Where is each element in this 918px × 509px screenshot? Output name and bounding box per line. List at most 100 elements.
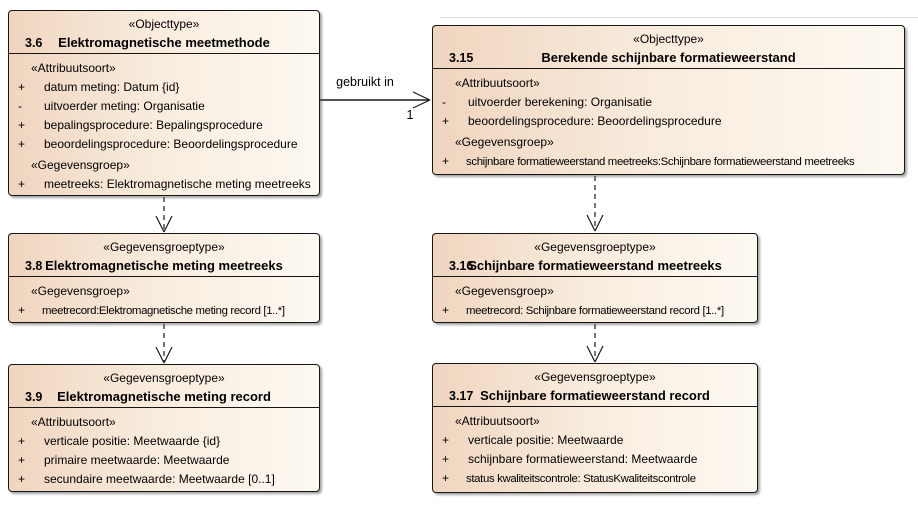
- visibility-sign: -: [442, 95, 446, 109]
- class-number: 3.16: [449, 259, 474, 273]
- attribute-row: + status kwaliteitscontrole: StatusKwalit…: [433, 469, 757, 488]
- class-title: Schijnbare formatieweerstand record: [480, 388, 710, 403]
- class-number: 3.9: [25, 390, 43, 404]
- class-title: Elektromagnetische meetmethode: [58, 35, 270, 50]
- attribute-text: uitvoerder berekening: Organisatie: [468, 95, 653, 109]
- visibility-sign: +: [18, 137, 26, 151]
- visibility-sign: +: [442, 114, 450, 128]
- class-box-3-9[interactable]: «Gegevensgroeptype» 3.9 Elektromagnetisc…: [8, 364, 320, 492]
- attribute-row: + verticale positie: Meetwaarde: [433, 431, 757, 450]
- attribute-text: verticale positie: Meetwaarde {id}: [44, 434, 221, 448]
- attribute-text: primaire meetwaarde: Meetwaarde: [44, 453, 230, 467]
- connector-association-gebruikt-in[interactable]: [320, 91, 431, 109]
- attribute-text: bepalingsprocedure: Bepalingsprocedure: [44, 118, 263, 132]
- section-stereotype: «Gegevensgroep»: [455, 284, 554, 298]
- attribute-row: + beoordelingsprocedure: Beoordelingsproc…: [9, 135, 319, 154]
- class-body: «Gegevensgroep» + meetrecord: Schijnbare f…: [433, 277, 757, 320]
- class-box-3-16[interactable]: «Gegevensgroeptype» 3.16 Schijnbare form…: [432, 233, 758, 323]
- attribute-row: - uitvoerder meting: Organisatie: [9, 97, 319, 116]
- connector-dependency-3-16-to-3-17[interactable]: [586, 324, 604, 363]
- class-title: Elektromagnetische meting record: [57, 389, 271, 404]
- visibility-sign: +: [442, 154, 450, 168]
- attribute-row: + meetrecord:Elektromagnetische meting re…: [9, 301, 319, 320]
- visibility-sign: +: [442, 452, 450, 466]
- visibility-sign: +: [18, 80, 26, 94]
- attribute-row: + meetrecord: Schijnbare formatieweerstan…: [433, 301, 757, 320]
- attribute-row: + schijnbare formatieweerstand: Meetwaard…: [433, 450, 757, 469]
- class-box-3-15[interactable]: «Objecttype» 3.15 Berekende schijnbare f…: [432, 25, 905, 175]
- class-box-3-8[interactable]: «Gegevensgroeptype» 3.8 Elektromagnetisc…: [8, 233, 320, 323]
- class-box-3-6[interactable]: «Objecttype» 3.6 Elektromagnetische meet…: [8, 10, 320, 196]
- class-stereotype: «Objecttype»: [633, 32, 704, 46]
- attribute-text: schijnbare formatieweerstand: Meetwaarde: [468, 452, 698, 466]
- class-title: Elektromagnetische meting meetreeks: [45, 258, 283, 273]
- visibility-sign: +: [18, 303, 26, 317]
- visibility-sign: +: [442, 471, 450, 485]
- attribute-text: beoordelingsprocedure: Beoordelingsproce…: [468, 114, 722, 128]
- class-stereotype: «Gegevensgroeptype»: [534, 240, 656, 254]
- attribute-text: meetreeks: Elektromagnetische meting mee…: [44, 177, 311, 191]
- attribute-row: + datum meting: Datum {id}: [9, 78, 319, 97]
- class-body: «Attribuutsoort» + verticale positie: Meet…: [9, 408, 319, 489]
- connector-dependency-3-15-to-3-16[interactable]: [586, 176, 604, 232]
- class-body: «Attribuutsoort» + datum meting: Datum {id…: [9, 54, 319, 194]
- class-body: «Gegevensgroep» + meetrecord:Elektromagnet…: [9, 277, 319, 320]
- attribute-text: secundaire meetwaarde: Meetwaarde [0..1]: [44, 472, 275, 486]
- class-header: «Gegevensgroeptype» 3.8 Elektromagnetisc…: [9, 234, 319, 277]
- attribute-text: status kwaliteitscontrole: StatusKwalite…: [466, 473, 696, 485]
- attribute-row: + verticale positie: Meetwaarde {id}: [9, 432, 319, 451]
- visibility-sign: +: [442, 303, 450, 317]
- class-title: Berekende schijnbare formatieweerstand: [541, 50, 796, 65]
- connector-dependency-3-8-to-3-9[interactable]: [155, 324, 173, 364]
- association-multiplicity: 1: [406, 108, 414, 122]
- visibility-sign: +: [18, 177, 26, 191]
- class-stereotype: «Gegevensgroeptype»: [103, 371, 225, 385]
- section-stereotype: «Attribuutsoort»: [31, 415, 116, 429]
- class-number: 3.17: [449, 389, 474, 403]
- visibility-sign: +: [18, 472, 26, 486]
- attribute-text: schijnbare formatieweerstand meetreeks:S…: [466, 156, 855, 168]
- class-stereotype: «Gegevensgroeptype»: [534, 370, 656, 384]
- class-stereotype: «Objecttype»: [128, 17, 200, 31]
- class-number: 3.8: [25, 259, 43, 273]
- class-header: «Objecttype» 3.6 Elektromagnetische meet…: [9, 11, 319, 54]
- section-stereotype: «Gegevensgroep»: [31, 284, 130, 298]
- section-stereotype: «Gegevensgroep»: [31, 158, 130, 172]
- association-label: gebruikt in: [336, 75, 394, 89]
- class-number: 3.6: [25, 36, 43, 50]
- section-stereotype: «Attribuutsoort»: [31, 61, 116, 75]
- visibility-sign: +: [18, 434, 26, 448]
- class-body: «Attribuutsoort» + verticale positie: Meet…: [433, 407, 757, 488]
- attribute-text: uitvoerder meting: Organisatie: [44, 99, 205, 113]
- attribute-text: datum meting: Datum {id}: [44, 80, 180, 94]
- class-header: «Objecttype» 3.15 Berekende schijnbare f…: [433, 26, 904, 69]
- visibility-sign: +: [18, 118, 26, 132]
- visibility-sign: +: [442, 433, 450, 447]
- class-header: «Gegevensgroeptype» 3.9 Elektromagnetisc…: [9, 365, 319, 408]
- attribute-row: + primaire meetwaarde: Meetwaarde: [9, 451, 319, 470]
- attribute-row: + meetreeks: Elektromagnetische meting me…: [9, 175, 319, 194]
- section-stereotype: «Attribuutsoort»: [455, 414, 540, 428]
- attribute-text: verticale positie: Meetwaarde: [468, 433, 624, 447]
- class-header: «Gegevensgroeptype» 3.17 Schijnbare form…: [433, 364, 757, 407]
- section-stereotype: «Gegevensgroep»: [455, 135, 554, 149]
- class-box-3-17[interactable]: «Gegevensgroeptype» 3.17 Schijnbare form…: [432, 363, 758, 493]
- attribute-text: beoordelingsprocedure: Beoordelingsproce…: [44, 137, 298, 151]
- attribute-row: + schijnbare formatieweerstand meetreeks:…: [433, 152, 904, 171]
- class-title: Schijnbare formatieweerstand meetreeks: [468, 258, 722, 273]
- class-header: «Gegevensgroeptype» 3.16 Schijnbare form…: [433, 234, 757, 277]
- class-number: 3.15: [449, 51, 474, 65]
- class-stereotype: «Gegevensgroeptype»: [103, 240, 225, 254]
- class-body: «Attribuutsoort»- uitvoerder berekening: …: [433, 69, 904, 171]
- connector-dependency-3-6-to-3-8[interactable]: [155, 197, 173, 233]
- attribute-text: meetrecord:Elektromagnetische meting rec…: [42, 305, 285, 317]
- attribute-text: meetrecord: Schijnbare formatieweerstand…: [466, 305, 724, 317]
- attribute-row: + beoordelingsprocedure: Beoordelingsproc…: [433, 112, 904, 131]
- section-stereotype: «Attribuutsoort»: [455, 76, 540, 90]
- attribute-row: - uitvoerder berekening: Organisatie: [433, 93, 904, 112]
- attribute-row: + secundaire meetwaarde: Meetwaarde [0..1…: [9, 470, 319, 489]
- visibility-sign: -: [18, 99, 22, 113]
- visibility-sign: +: [18, 453, 26, 467]
